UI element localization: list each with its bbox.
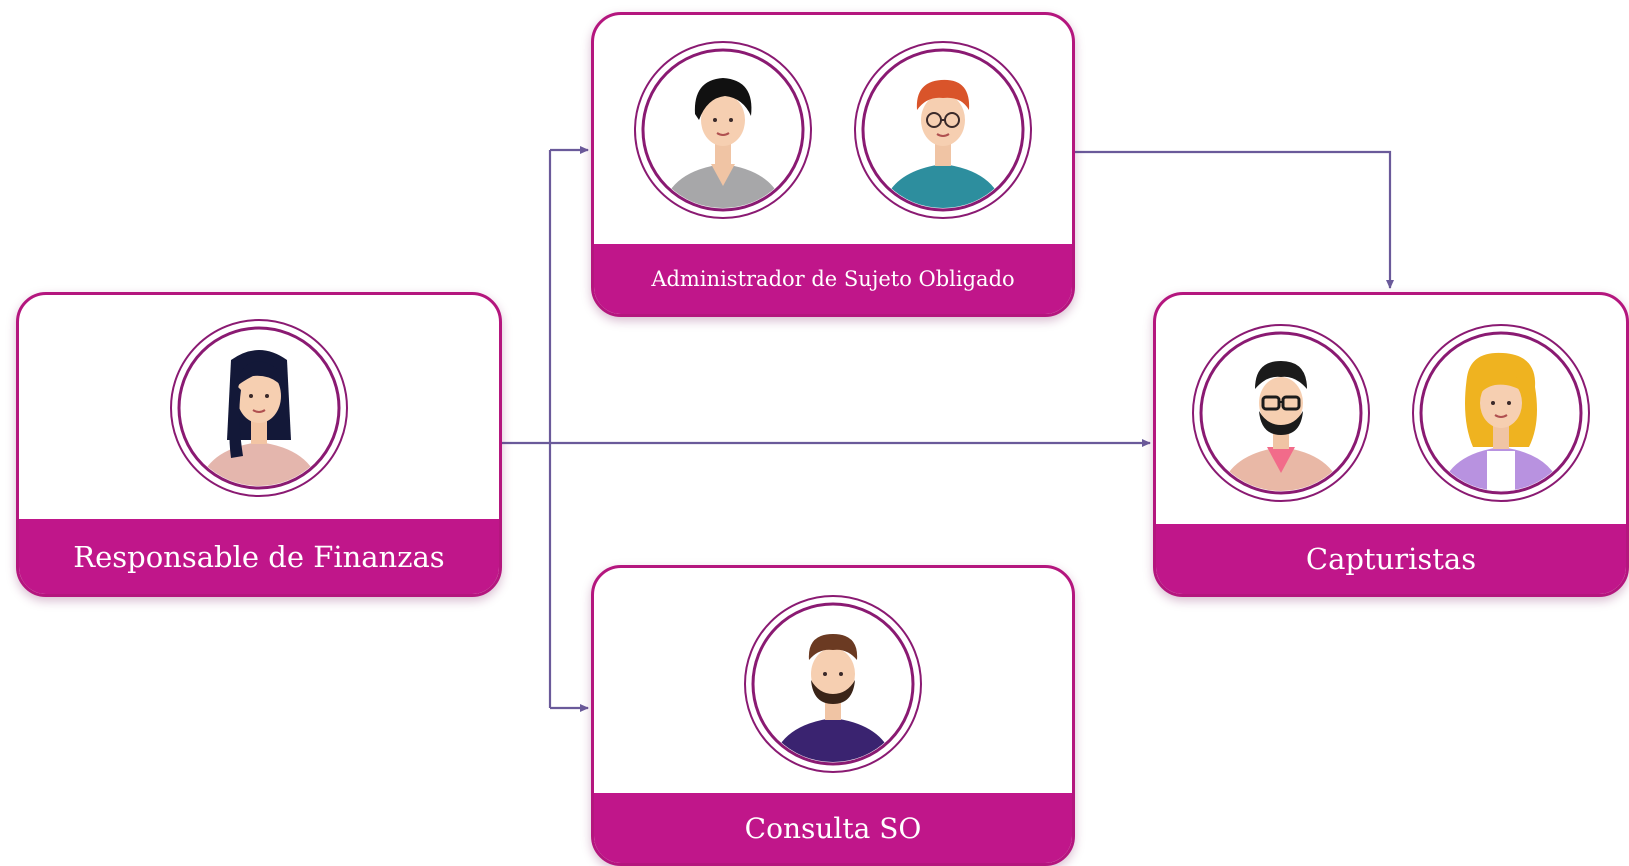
role-card-administrador-de-sujeto-obligado: Administrador de Sujeto Obligado xyxy=(591,12,1075,317)
woman-dark-hair-avatar-icon xyxy=(169,318,349,498)
role-card-capturistas: Capturistas xyxy=(1153,292,1629,597)
avatar-group xyxy=(1156,295,1626,530)
avatar-group xyxy=(19,295,499,520)
man-glasses-beard-avatar-icon xyxy=(1191,323,1371,503)
avatar-group xyxy=(594,15,1072,245)
role-card-responsable-de-finanzas: Responsable de Finanzas xyxy=(16,292,502,597)
connector-administrador-to-capturistas xyxy=(1075,150,1394,289)
role-label-capturistas: Capturistas xyxy=(1156,524,1626,594)
man-red-hair-glasses-avatar-icon xyxy=(853,40,1033,220)
role-label-administrador-de-sujeto-obligado: Administrador de Sujeto Obligado xyxy=(594,244,1072,314)
avatar-group xyxy=(594,568,1072,800)
woman-blonde-hair-avatar-icon xyxy=(1411,323,1591,503)
role-label-consulta-so: Consulta SO xyxy=(594,793,1072,863)
man-beard-avatar-icon xyxy=(743,594,923,774)
role-label-responsable-de-finanzas: Responsable de Finanzas xyxy=(19,519,499,594)
role-card-consulta-so: Consulta SO xyxy=(591,565,1075,866)
woman-short-black-hair-avatar-icon xyxy=(633,40,813,220)
